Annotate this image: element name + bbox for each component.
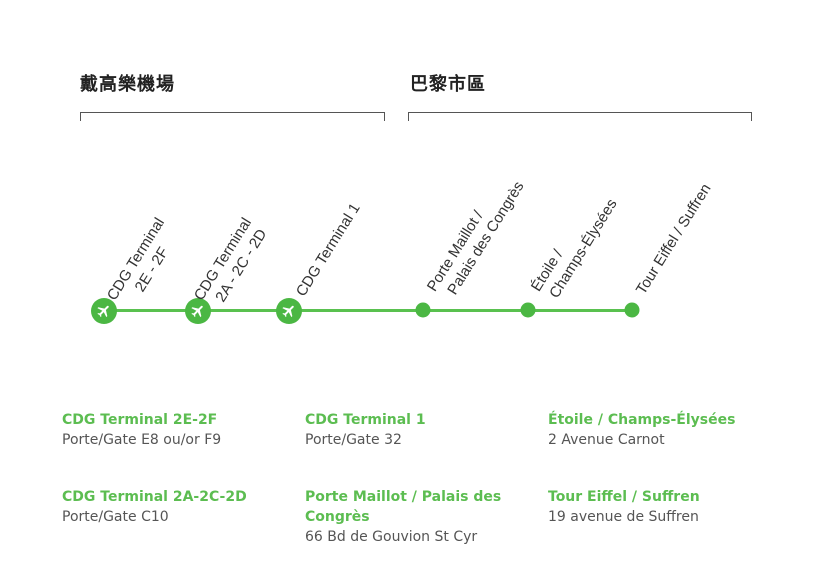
stop-cdg-1[interactable]	[276, 298, 302, 324]
info-title: Porte Maillot / Palais des	[305, 489, 502, 505]
group-label-airport: 戴高樂機場	[80, 74, 175, 95]
route-line	[104, 308, 632, 312]
info-detail: Porte/Gate C10	[62, 509, 169, 525]
info-block: Porte Maillot / Palais des Congrès 66 Bd…	[305, 487, 535, 547]
bracket-city	[408, 112, 752, 121]
bracket-airport	[80, 112, 385, 121]
group-label-city: 巴黎市區	[410, 74, 486, 95]
stop-label: Porte Maillot / Palais des Congrès	[423, 168, 528, 305]
info-title: CDG Terminal 2A-2C-2D	[62, 489, 247, 505]
airplane-icon	[282, 305, 294, 318]
stop-label: Tour Eiffel / Suffren	[632, 180, 715, 298]
info-title: Tour Eiffel / Suffren	[548, 489, 700, 505]
info-title: CDG Terminal 2E-2F	[62, 412, 218, 428]
stop-porte-maillot[interactable]	[415, 302, 431, 318]
info-block: CDG Terminal 2A-2C-2D Porte/Gate C10	[62, 487, 292, 527]
airplane-icon	[97, 305, 109, 318]
info-title-cont: Congrès	[305, 509, 370, 525]
stop-cdg-2a-2c-2d[interactable]	[185, 298, 211, 324]
stop-tour-eiffel[interactable]	[624, 302, 640, 318]
stop-label: CDG Terminal 2E - 2F	[103, 214, 185, 314]
stop-label: CDG Terminal 1	[292, 200, 365, 300]
info-title: CDG Terminal 1	[305, 412, 426, 428]
stop-label: CDG Terminal 2A - 2C - 2D	[190, 214, 272, 314]
info-detail: 19 avenue de Suffren	[548, 509, 699, 525]
info-detail: 2 Avenue Carnot	[548, 432, 665, 448]
airplane-icon	[191, 305, 203, 318]
info-block: Étoile / Champs-Élysées 2 Avenue Carnot	[548, 410, 778, 450]
stop-label-line: CDG Terminal 1	[292, 200, 364, 300]
info-block: CDG Terminal 1 Porte/Gate 32	[305, 410, 535, 450]
stop-label-line: Tour Eiffel / Suffren	[632, 180, 715, 298]
stop-cdg-2e-2f[interactable]	[91, 298, 117, 324]
info-block: Tour Eiffel / Suffren 19 avenue de Suffr…	[548, 487, 778, 527]
stop-label: Étoile / Champs-Élysées	[527, 185, 621, 305]
info-title: Étoile / Champs-Élysées	[548, 412, 736, 428]
info-detail: Porte/Gate E8 ou/or F9	[62, 432, 222, 448]
info-detail: Porte/Gate 32	[305, 432, 402, 448]
info-block: CDG Terminal 2E-2F Porte/Gate E8 ou/or F…	[62, 410, 292, 450]
stop-etoile[interactable]	[520, 302, 536, 318]
info-detail: 66 Bd de Gouvion St Cyr	[305, 529, 478, 545]
